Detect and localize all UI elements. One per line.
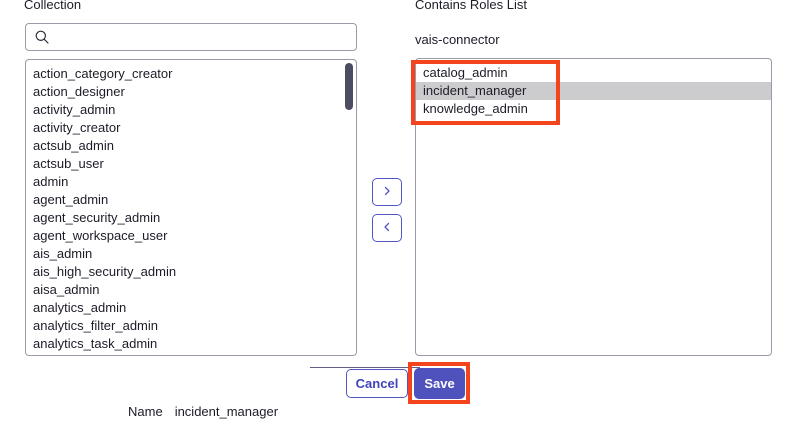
- search-icon: [34, 29, 50, 45]
- role-name-subtitle: vais-connector: [415, 32, 500, 47]
- search-input[interactable]: [50, 24, 348, 50]
- list-item[interactable]: admin: [33, 174, 69, 189]
- collection-label: Collection: [24, 0, 82, 12]
- search-box[interactable]: [25, 23, 357, 51]
- list-item[interactable]: analytics_task_admin: [33, 336, 158, 351]
- move-right-button[interactable]: [372, 178, 402, 206]
- list-item-selected[interactable]: incident_manager: [416, 82, 771, 100]
- list-item[interactable]: agent_workspace_user: [33, 228, 168, 243]
- footer-divider: [310, 367, 420, 368]
- cancel-button[interactable]: Cancel: [346, 369, 408, 398]
- list-item[interactable]: actsub_user: [33, 156, 104, 171]
- collection-list-scrollbar[interactable]: [344, 63, 354, 352]
- list-item[interactable]: analytics_filter_admin: [33, 318, 159, 333]
- name-label: Name: [128, 404, 163, 419]
- list-item[interactable]: action_designer: [33, 84, 125, 99]
- list-item[interactable]: analytics_admin: [33, 300, 127, 315]
- list-item[interactable]: knowledge_admin: [423, 101, 528, 116]
- list-item[interactable]: ais_admin: [33, 246, 93, 261]
- list-item[interactable]: action_category_creator: [33, 66, 173, 81]
- list-item[interactable]: agent_admin: [33, 192, 109, 207]
- contains-roles-list-label: Contains Roles List: [415, 0, 527, 12]
- list-item[interactable]: analytics_viewer: [26, 353, 356, 355]
- chevron-right-icon: [381, 185, 393, 199]
- list-item[interactable]: aisa_admin: [33, 282, 100, 297]
- name-row: Name incident_manager: [128, 404, 278, 419]
- list-item[interactable]: agent_security_admin: [33, 210, 161, 225]
- list-item[interactable]: catalog_admin: [423, 65, 508, 80]
- name-value: incident_manager: [174, 404, 279, 419]
- collection-list-scroll-thumb[interactable]: [345, 63, 353, 110]
- list-item[interactable]: actsub_admin: [33, 138, 114, 153]
- list-item[interactable]: activity_creator: [33, 120, 121, 135]
- move-left-button[interactable]: [372, 214, 402, 242]
- chevron-left-icon: [381, 221, 393, 235]
- list-item[interactable]: ais_high_security_admin: [33, 264, 177, 279]
- save-button[interactable]: Save: [414, 368, 465, 399]
- list-item[interactable]: activity_admin: [33, 102, 116, 117]
